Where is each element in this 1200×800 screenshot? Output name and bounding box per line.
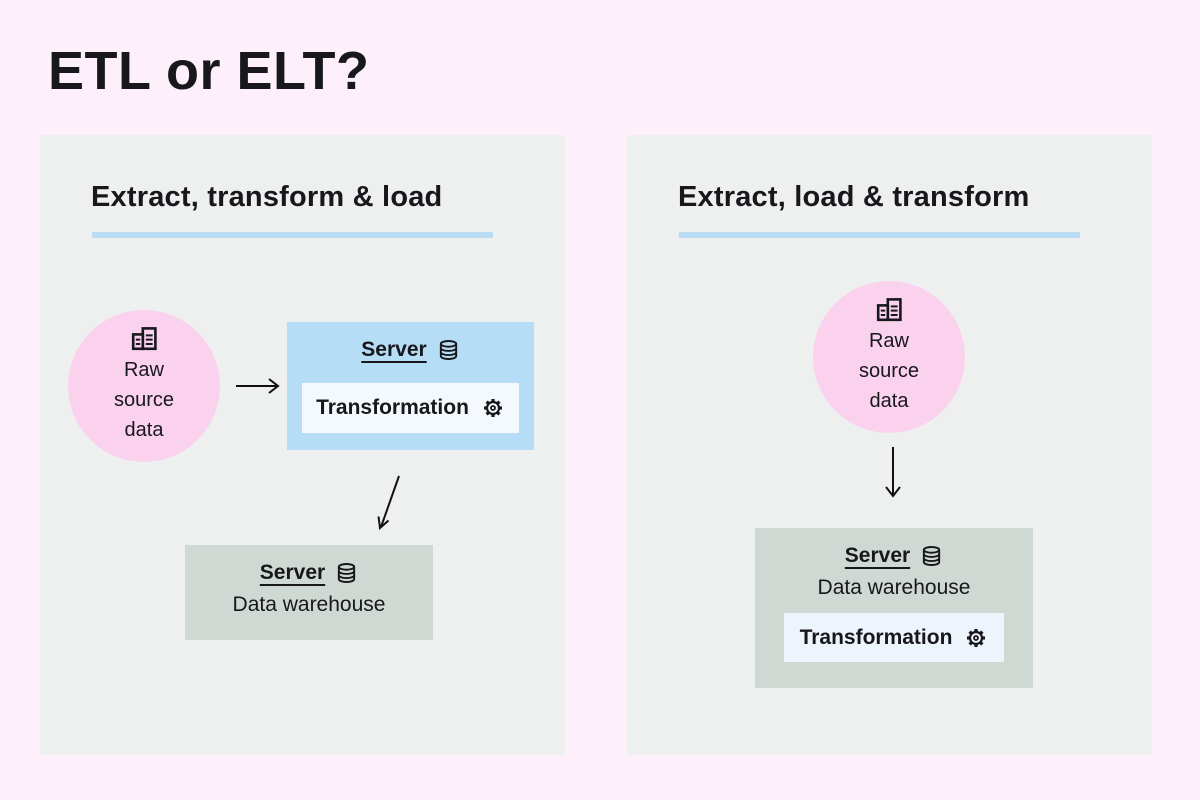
etl-panel: Extract, transform & load Raw source dat… (40, 135, 565, 755)
server-label: Server (844, 544, 911, 567)
transformation-label: Transformation (316, 396, 469, 419)
gear-icon (481, 396, 505, 420)
spreadsheet-icon (876, 298, 903, 322)
spreadsheet-icon (131, 327, 158, 351)
database-icon (335, 561, 358, 585)
elt-heading: Extract, load & transform (678, 181, 1030, 213)
arrow-right-icon (236, 378, 280, 394)
etl-raw-source-node: Raw source data (68, 310, 220, 462)
database-icon (920, 544, 943, 568)
elt-transformation-chip: Transformation (784, 613, 1004, 662)
etl-heading-underline (92, 232, 493, 238)
server-row: Server (185, 561, 433, 585)
raw-source-label: Raw source data (113, 359, 175, 441)
etl-warehouse-node: Server Data warehouse (185, 545, 433, 640)
etl-heading: Extract, transform & load (91, 181, 443, 213)
server-label: Server (259, 561, 326, 584)
arrow-down-icon (885, 447, 901, 498)
arrow-down-left-icon (377, 475, 400, 530)
warehouse-label: Data warehouse (232, 593, 386, 616)
transformation-label: Transformation (799, 625, 953, 649)
elt-panel: Extract, load & transform Raw source dat… (627, 135, 1152, 755)
elt-warehouse-node: Server Data warehouse Transformation (755, 528, 1033, 688)
server-label: Server (361, 338, 427, 361)
warehouse-label: Data warehouse (817, 576, 971, 599)
gear-icon (964, 626, 988, 650)
etl-transformation-chip: Transformation (302, 383, 519, 433)
raw-source-label: Raw source data (858, 330, 920, 412)
etl-server-node: Server Transformation (287, 322, 534, 450)
elt-raw-source-node: Raw source data (813, 281, 965, 433)
server-row: Server (755, 544, 1033, 568)
database-icon (437, 338, 460, 362)
page-title: ETL or ELT? (48, 41, 370, 101)
elt-heading-underline (679, 232, 1080, 238)
server-row: Server (287, 338, 534, 362)
